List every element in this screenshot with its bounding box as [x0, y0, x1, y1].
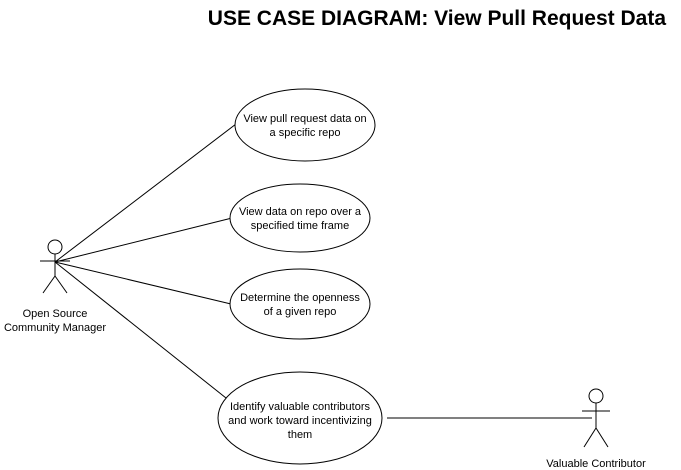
actor-label-line2: Community Manager [4, 322, 106, 334]
use-case-view-pull-request-data: View pull request data on a specific rep… [234, 88, 376, 162]
use-case-label-line1: Determine the openness [240, 292, 360, 304]
association-line-manager-uc1 [54, 123, 237, 263]
actor-label-line1: Open Source [23, 308, 88, 320]
use-case-label-line2: specified time frame [251, 220, 349, 232]
use-case-label-line1: View pull request data on [243, 113, 366, 125]
association-line-manager-uc2 [54, 217, 233, 263]
use-case-label-line2: and work toward incentivizing [228, 415, 372, 427]
use-case-ellipse [229, 268, 371, 340]
actor-left-leg [42, 275, 56, 294]
actor-label: Valuable Contributor [546, 458, 646, 470]
diagram-title: USE CASE DIAGRAM: View Pull Request Data [208, 7, 667, 30]
actor-right-leg [54, 275, 68, 294]
use-case-label-line1: View data on repo over a [239, 206, 362, 218]
use-case-label-line3: them [288, 429, 312, 441]
use-case-label-line2: a specific repo [270, 127, 341, 139]
use-case-ellipse [229, 183, 371, 253]
actor-head [588, 388, 604, 404]
actor-right-leg [595, 427, 609, 448]
actor-valuable-contributor: Valuable Contributor [546, 388, 646, 470]
use-case-view-data-time-frame: View data on repo over a specified time … [229, 183, 371, 253]
association-line-manager-uc4 [54, 261, 227, 399]
actor-left-leg [583, 427, 597, 448]
use-case-label-line2: of a given repo [264, 306, 337, 318]
actor-head [47, 239, 63, 255]
association-line-manager-uc3 [54, 261, 232, 305]
use-case-identify-contributors: Identify valuable contributors and work … [217, 371, 383, 465]
use-case-label-line1: Identify valuable contributors [230, 401, 371, 413]
use-case-determine-openness: Determine the openness of a given repo [229, 268, 371, 340]
use-case-ellipse [217, 371, 383, 465]
actor-community-manager: Open Source Community Manager [4, 239, 106, 334]
use-case-ellipse [234, 88, 376, 162]
